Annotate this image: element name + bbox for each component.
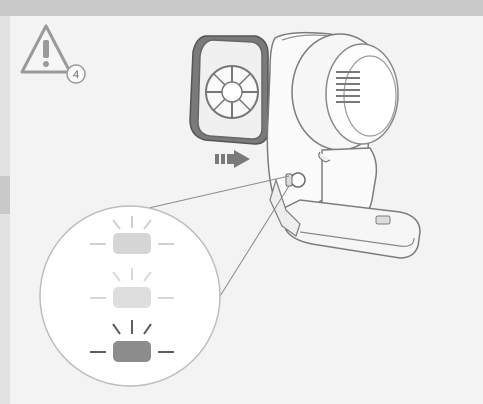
indicator-light-bottom (90, 320, 174, 362)
step-number-badge: 4 (66, 64, 86, 84)
left-margin-tab-top (0, 16, 10, 176)
warning-triangle-icon (20, 24, 72, 74)
device-indicator-badge (290, 172, 306, 188)
handheld-vacuum-body (266, 31, 421, 259)
left-margin-tab-bottom (0, 214, 10, 404)
indicator-light-top (90, 216, 174, 254)
indicator-light-middle (90, 268, 174, 308)
filter-cartridge (189, 35, 269, 145)
indicator-magnifier (39, 205, 221, 387)
step-number-label: 4 (73, 69, 79, 81)
direction-arrow-icon (215, 150, 250, 168)
